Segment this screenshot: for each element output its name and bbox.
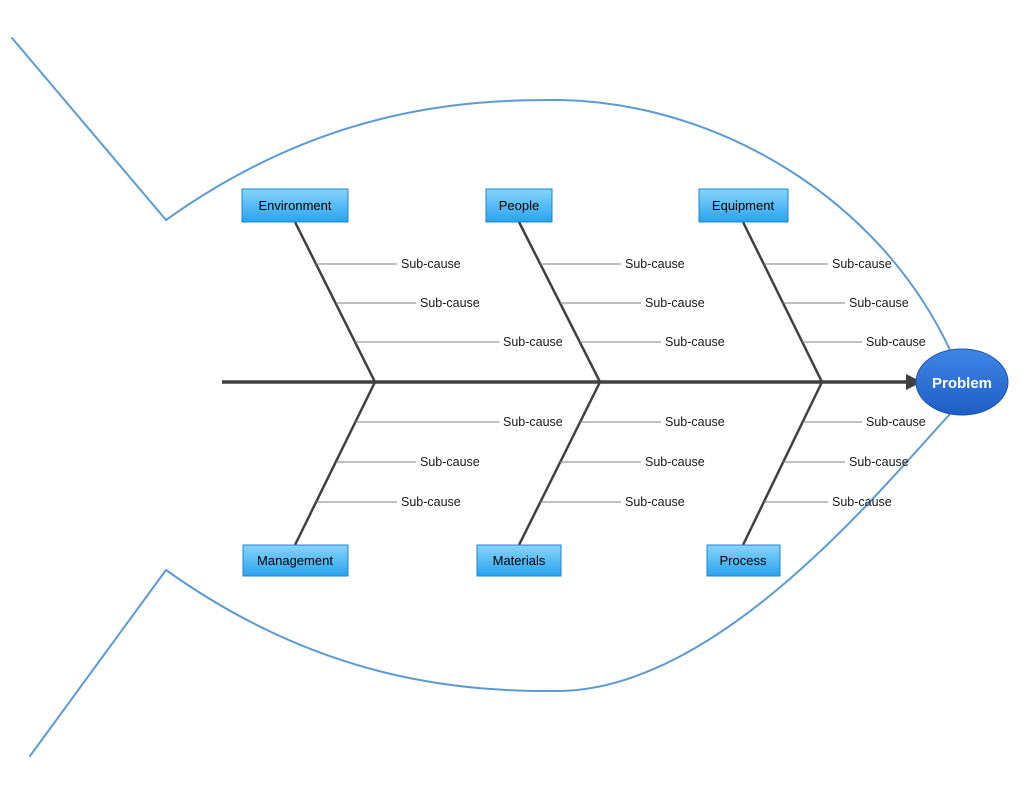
bone-management <box>293 380 377 547</box>
subcause-label: Sub-cause <box>665 415 725 429</box>
fish-body-bottom-curve <box>165 413 951 693</box>
category-label-materials: Materials <box>493 553 546 568</box>
subcause-label: Sub-cause <box>849 455 909 469</box>
subcause-label: Sub-cause <box>645 296 705 310</box>
category-equipment: Sub-cause Sub-cause Sub-cause Equipment <box>698 188 926 384</box>
spine-arrowhead-icon <box>906 374 922 390</box>
subcause-label: Sub-cause <box>401 495 461 509</box>
subcause-label: Sub-cause <box>401 257 461 271</box>
subcause-label: Sub-cause <box>866 415 926 429</box>
category-label-equipment: Equipment <box>712 198 775 213</box>
bone-environment <box>293 220 377 384</box>
category-label-management: Management <box>257 553 333 568</box>
category-box-environment <box>241 188 349 223</box>
problem-label: Problem <box>932 375 992 392</box>
fish-tail-lower-line <box>29 569 167 757</box>
category-box-process <box>706 544 781 577</box>
category-box-equipment <box>698 188 789 223</box>
subcause-label: Sub-cause <box>503 415 563 429</box>
category-environment: Sub-cause Sub-cause Sub-cause Environmen… <box>241 188 563 384</box>
category-people: Sub-cause Sub-cause Sub-cause People <box>485 188 725 384</box>
bone-people <box>517 220 602 384</box>
subcause-label: Sub-cause <box>420 455 480 469</box>
fish-tail-upper-line <box>11 37 167 221</box>
category-label-process: Process <box>720 553 767 568</box>
subcause-label: Sub-cause <box>849 296 909 310</box>
bone-equipment <box>741 220 824 384</box>
subcause-label: Sub-cause <box>503 335 563 349</box>
subcause-label: Sub-cause <box>866 335 926 349</box>
fish-body-top-curve <box>165 98 951 351</box>
category-box-management <box>242 544 349 577</box>
subcause-label: Sub-cause <box>645 455 705 469</box>
category-label-people: People <box>499 198 539 213</box>
subcause-label: Sub-cause <box>832 257 892 271</box>
subcause-label: Sub-cause <box>625 257 685 271</box>
subcause-label: Sub-cause <box>832 495 892 509</box>
bone-materials <box>517 380 602 547</box>
subcause-label: Sub-cause <box>665 335 725 349</box>
subcause-label: Sub-cause <box>625 495 685 509</box>
bone-process <box>741 380 824 547</box>
category-box-materials <box>476 544 562 577</box>
category-process: Sub-cause Sub-cause Sub-cause Process <box>706 380 926 577</box>
problem-ellipse <box>915 348 1009 416</box>
category-label-environment: Environment <box>259 198 332 213</box>
subcause-label: Sub-cause <box>420 296 480 310</box>
category-management: Sub-cause Sub-cause Sub-cause Management <box>242 380 563 577</box>
problem-node: Problem <box>915 348 1009 416</box>
category-materials: Sub-cause Sub-cause Sub-cause Materials <box>476 380 725 577</box>
category-box-people <box>485 188 553 223</box>
